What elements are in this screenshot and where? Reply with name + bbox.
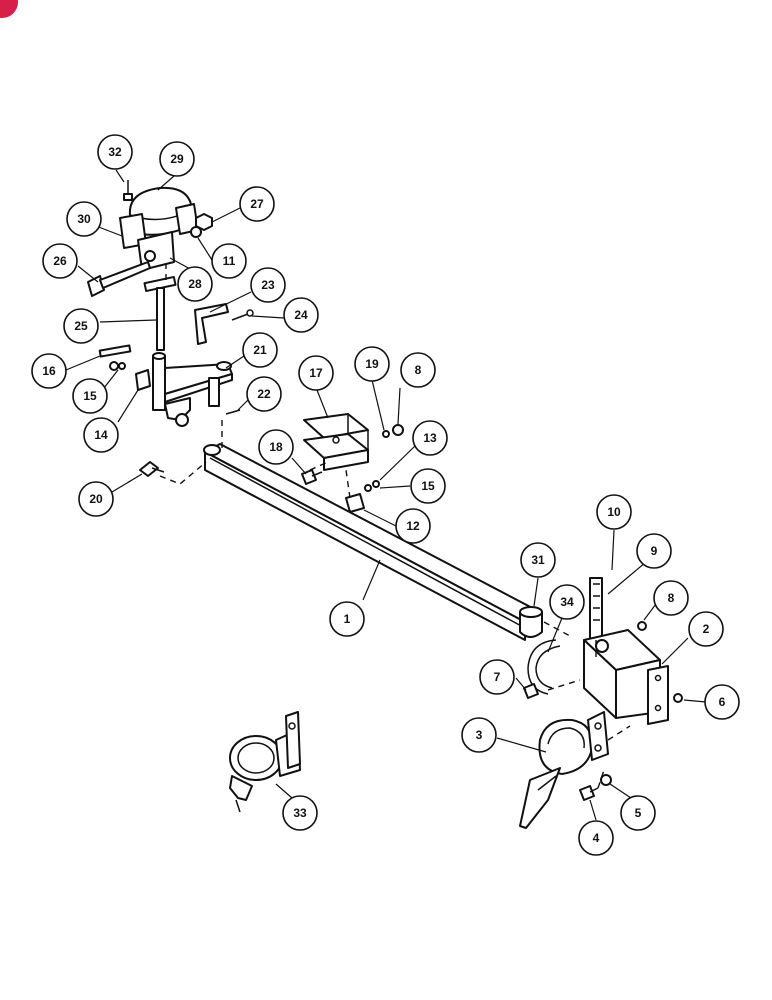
callout-23: 23 [250,267,286,303]
svg-text:22: 22 [257,387,271,401]
callout-4: 4 [578,820,614,856]
callout-15a: 15 [72,378,108,414]
svg-text:26: 26 [53,254,67,268]
part-t-pin [143,275,177,351]
part-main-bar [203,443,543,641]
callout-24: 24 [283,297,319,333]
svg-text:4: 4 [593,831,600,845]
callout-5: 5 [620,795,656,831]
part-u-bolt [523,639,561,699]
callout-8b: 8 [653,580,689,616]
callout-22: 22 [246,376,282,412]
part-long-bolt [87,261,151,297]
svg-text:3: 3 [476,728,483,742]
svg-text:5: 5 [635,806,642,820]
callout-16: 16 [31,353,67,389]
svg-text:20: 20 [89,492,103,506]
callout-32: 32 [97,134,133,170]
callout-19: 19 [354,346,390,382]
svg-text:11: 11 [223,254,236,268]
svg-text:24: 24 [294,308,308,322]
callout-34: 34 [549,584,585,620]
svg-text:10: 10 [607,505,621,519]
callout-2: 2 [688,611,724,647]
svg-text:23: 23 [261,278,275,292]
callout-1: 1 [329,601,365,637]
svg-text:21: 21 [253,343,267,357]
part-plate-hardware [301,424,404,513]
callout-7: 7 [479,659,515,695]
svg-text:25: 25 [74,319,88,333]
callout-12: 12 [395,508,431,544]
svg-text:32: 32 [108,145,122,159]
part-plate-bracket [303,413,369,471]
part-clamp-nut [190,213,213,238]
part-left-hardware [98,344,151,391]
callout-33: 33 [282,795,318,831]
part-lower-clamp [519,711,609,829]
svg-text:8: 8 [415,363,422,377]
callout-8a: 8 [400,352,436,388]
svg-text:28: 28 [188,277,202,291]
callout-15b: 15 [410,468,446,504]
svg-text:6: 6 [719,695,726,709]
callout-29: 29 [159,141,195,177]
svg-text:30: 30 [77,212,91,226]
callout-20: 20 [78,481,114,517]
callout-25: 25 [63,308,99,344]
assembly-lines [159,262,631,789]
callout-31: 31 [520,542,556,578]
callout-13: 13 [412,420,448,456]
callout-17: 17 [298,355,334,391]
svg-text:27: 27 [250,197,264,211]
part-clamp-screw [123,180,133,201]
svg-text:2: 2 [703,622,710,636]
svg-text:34: 34 [560,595,574,609]
svg-text:16: 16 [42,364,56,378]
svg-text:8: 8 [668,591,675,605]
part-upper-clamp [119,186,199,271]
callout-21: 21 [242,332,278,368]
svg-text:14: 14 [94,428,108,442]
part-lower-hardware [579,774,612,801]
callout-3: 3 [461,717,497,753]
svg-text:17: 17 [309,366,323,380]
leader-lines [65,169,707,821]
svg-text:12: 12 [406,519,420,533]
callout-30: 30 [66,201,102,237]
callout-18: 18 [258,429,294,465]
callout-6: 6 [704,684,740,720]
part-clamp-assembly [229,711,301,813]
part-box-mount [583,621,669,725]
part-small-pin [225,409,241,415]
svg-text:19: 19 [365,357,379,371]
svg-text:15: 15 [421,479,435,493]
callout-11: 11 [211,243,247,279]
svg-text:1: 1 [344,612,351,626]
part-right-screw [673,693,683,703]
callout-28: 28 [177,266,213,302]
svg-text:7: 7 [494,670,501,684]
svg-text:33: 33 [293,806,307,820]
callout-26: 26 [42,243,78,279]
part-end-screw [139,461,165,477]
corner-badge [0,0,18,18]
callout-27: 27 [239,186,275,222]
part-vertical-bolt [589,577,603,641]
svg-text:13: 13 [423,431,437,445]
svg-text:15: 15 [83,389,97,403]
callout-14: 14 [83,417,119,453]
part-l-pin [194,303,254,345]
callout-9: 9 [636,533,672,569]
callout-10: 10 [596,494,632,530]
svg-text:31: 31 [531,553,545,567]
svg-text:18: 18 [269,440,283,454]
part-mounting-bracket [152,352,233,427]
svg-text:29: 29 [170,152,184,166]
svg-text:9: 9 [651,544,658,558]
